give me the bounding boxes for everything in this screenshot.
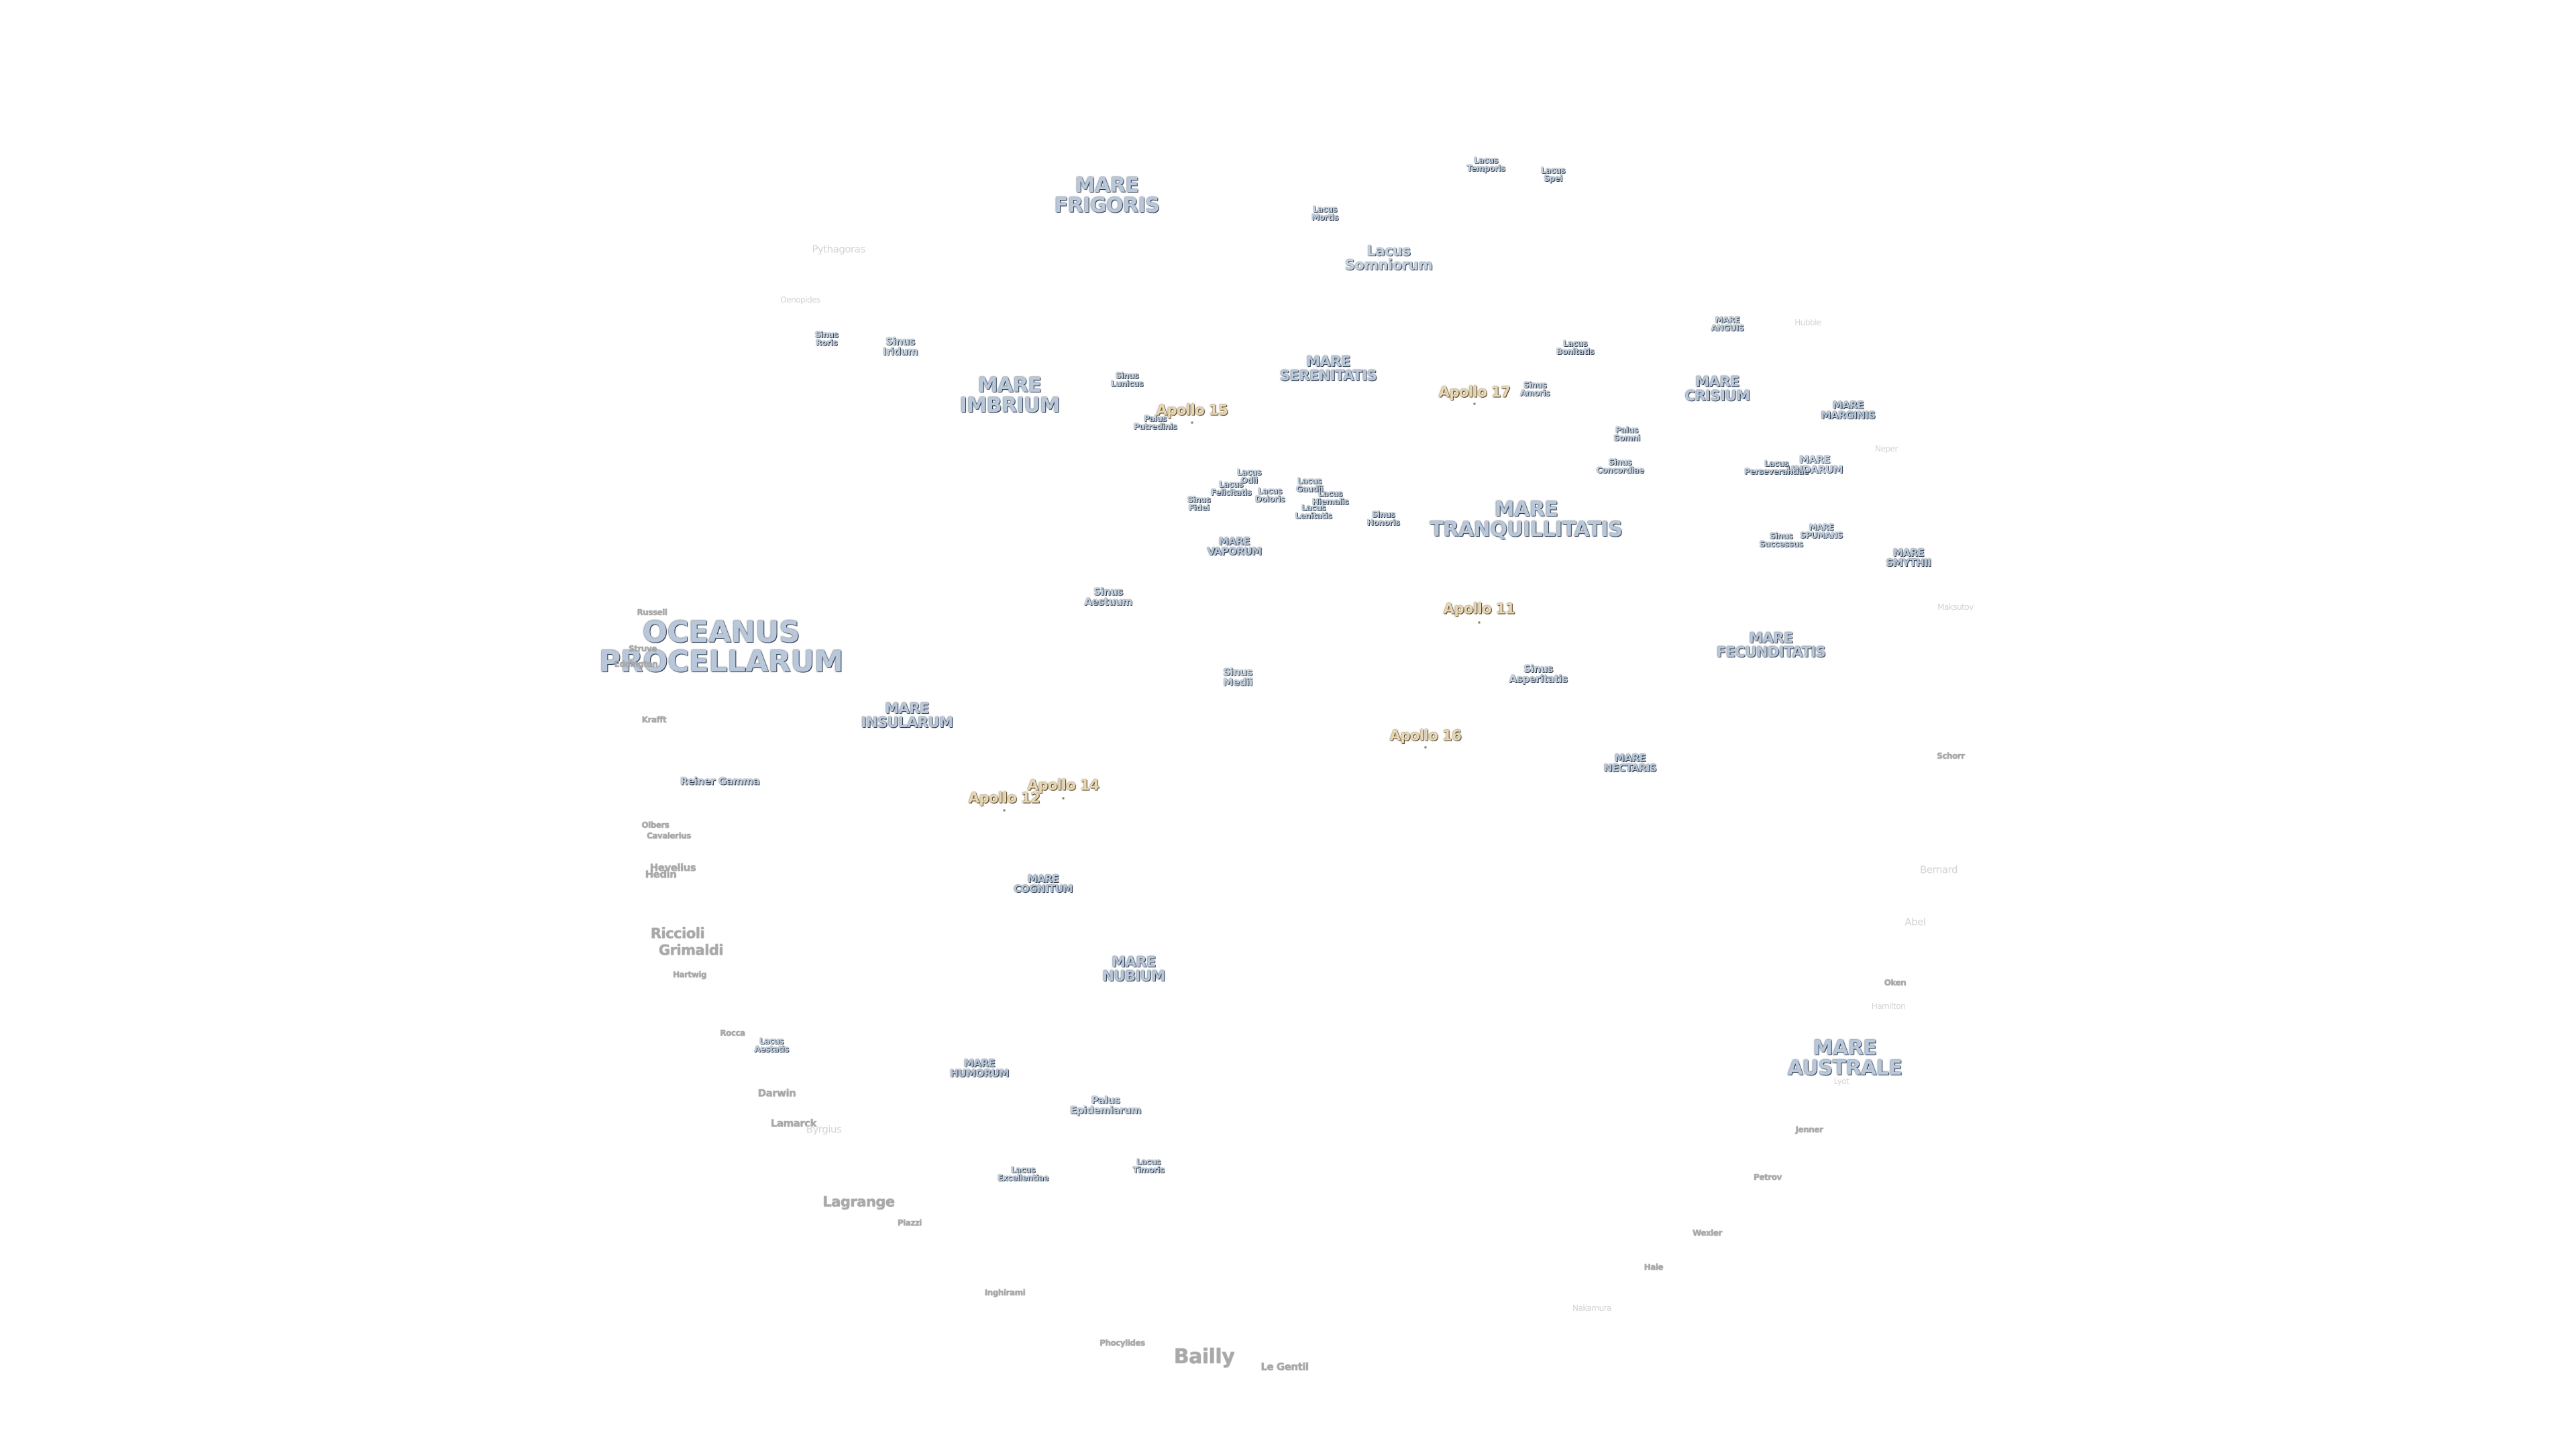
label-lacus-hiemalis: Lacus Hiemalis bbox=[1311, 489, 1349, 506]
label-sinus-roris: Sinus Roris bbox=[814, 330, 839, 347]
label-mare-serenitatis: MARE SERENITATIS bbox=[1279, 354, 1377, 384]
label-inghirami: Inghirami bbox=[984, 1288, 1026, 1297]
label-mare-undarum: MARE UNDARUM bbox=[1786, 453, 1843, 476]
label-apollo-17: Apollo 17 bbox=[1438, 384, 1511, 400]
label-cavalerius: Cavalerius bbox=[647, 831, 691, 841]
label-lacus-doloris: Lacus Doloris bbox=[1254, 486, 1285, 504]
label-byrgius: Byrgius bbox=[806, 1123, 842, 1136]
label-phocylides: Phocylides bbox=[1099, 1338, 1145, 1348]
label-oken: Oken bbox=[1884, 978, 1907, 987]
label-lamarck: Lamarck bbox=[770, 1117, 817, 1130]
label-lacus-odii: Lacus Odii bbox=[1236, 468, 1262, 485]
label-mare-marginis: MARE MARGINIS bbox=[1821, 399, 1876, 421]
label-sinus-concordiae: Sinus Concordiae bbox=[1596, 458, 1644, 475]
label-mare-humorum: MARE HUMORUM bbox=[950, 1057, 1009, 1079]
label-sinus-successus: Sinus Successus bbox=[1759, 531, 1803, 549]
label-lacus-mortis: Lacus Mortis bbox=[1311, 205, 1339, 222]
label-lyot: Lyot bbox=[1833, 1077, 1849, 1086]
label-lacus-perseverantiae: Lacus Perseverantiae bbox=[1744, 459, 1809, 476]
label-apollo-15: Apollo 15 bbox=[1156, 402, 1228, 419]
label-neper: Neper bbox=[1875, 444, 1898, 453]
label-lacus-felicitatis: Lacus Felicitatis bbox=[1210, 480, 1252, 497]
label-petrov: Petrov bbox=[1754, 1173, 1782, 1182]
label-apollo-14: Apollo 14 bbox=[1027, 777, 1099, 794]
label-lacus-somniorum: Lacus Somniorum bbox=[1344, 243, 1433, 273]
label-hedin: Hedin bbox=[645, 868, 677, 881]
label-sinus-asperitatis: Sinus Asperitatis bbox=[1509, 663, 1568, 685]
label-reiner-gamma: Reiner Gamma bbox=[680, 775, 760, 788]
label-mare-nubium: MARE NUBIUM bbox=[1102, 954, 1165, 984]
label-oenopides: Oenopides bbox=[780, 295, 820, 305]
label-bailly: Bailly bbox=[1173, 1345, 1235, 1368]
label-struve: Struve bbox=[629, 644, 657, 653]
label-pythagoras: Pythagoras bbox=[812, 243, 865, 256]
label-le-gentil: Le Gentil bbox=[1260, 1360, 1309, 1373]
label-mare-imbrium: MARE IMBRIUM bbox=[959, 374, 1060, 417]
landing-site-marker-apollo-17 bbox=[1473, 402, 1476, 405]
label-mare-australe: MARE AUSTRALE bbox=[1787, 1036, 1902, 1080]
label-grimaldi: Grimaldi bbox=[658, 942, 724, 959]
landing-site-marker-apollo-15 bbox=[1191, 421, 1193, 424]
label-sinus-medii: Sinus Medii bbox=[1223, 666, 1252, 688]
label-hubble: Hubble bbox=[1794, 318, 1821, 327]
label-lacus-aestatis: Lacus Aestatis bbox=[754, 1036, 789, 1054]
label-lacus-timoris: Lacus Timoris bbox=[1132, 1157, 1165, 1175]
label-mare-frigoris: MARE FRIGORIS bbox=[1054, 174, 1160, 217]
label-mare-spumans: MARE SPUMANS bbox=[1800, 523, 1843, 540]
label-lacus-spei: Lacus Spei bbox=[1540, 166, 1566, 183]
label-sinus-aestuum: Sinus Aestuum bbox=[1084, 586, 1132, 608]
landing-site-marker-apollo-12 bbox=[1003, 809, 1006, 812]
label-eddington: Eddington bbox=[614, 659, 658, 669]
label-jenner: Jenner bbox=[1795, 1125, 1823, 1134]
label-wexler: Wexler bbox=[1693, 1228, 1722, 1238]
landing-site-marker-apollo-11 bbox=[1478, 621, 1481, 624]
label-riccioli: Riccioli bbox=[650, 925, 705, 942]
label-lacus-lenitatis: Lacus Lenitatis bbox=[1295, 503, 1332, 521]
label-hamilton: Hamilton bbox=[1871, 1002, 1906, 1011]
label-mare-anguis: MARE ANGUIS bbox=[1711, 315, 1744, 333]
label-lacus-gaudii: Lacus Gaudii bbox=[1295, 476, 1324, 494]
label-mare-tranquillitatis: MARE TRANQUILLITATIS bbox=[1430, 498, 1623, 541]
label-piazzi: Piazzi bbox=[897, 1218, 922, 1228]
label-rocca: Rocca bbox=[720, 1028, 745, 1038]
label-sinus-amoris: Sinus Amoris bbox=[1519, 380, 1550, 398]
label-hale: Hale bbox=[1644, 1263, 1664, 1272]
label-sinus-fidei: Sinus Fidei bbox=[1187, 495, 1211, 513]
label-sinus-honoris: Sinus Honoris bbox=[1366, 510, 1400, 527]
label-lacus-bonitatis: Lacus Bonitatis bbox=[1556, 339, 1595, 356]
label-mare-nectaris: MARE NECTARIS bbox=[1603, 752, 1657, 774]
label-abel: Abel bbox=[1904, 916, 1926, 928]
label-palus-putredinis: Palus Putredinis bbox=[1133, 414, 1177, 431]
label-lacus-excellentiae: Lacus Excellentiae bbox=[997, 1165, 1049, 1183]
label-hartwig: Hartwig bbox=[672, 970, 707, 979]
label-darwin: Darwin bbox=[757, 1087, 796, 1099]
label-sinus-lunicus: Sinus Lunicus bbox=[1110, 371, 1144, 388]
label-mare-vaporum: MARE VAPORUM bbox=[1207, 535, 1262, 557]
label-bernard: Bernard bbox=[1919, 863, 1958, 876]
label-hevelius: Hevelius bbox=[649, 861, 696, 874]
label-sinus-iridum: Sinus Iridum bbox=[882, 335, 918, 358]
label-nakamura: Nakamura bbox=[1572, 1303, 1612, 1313]
label-apollo-16: Apollo 16 bbox=[1389, 727, 1462, 744]
label-maksutov: Maksutov bbox=[1937, 602, 1974, 612]
label-schorr: Schorr bbox=[1937, 751, 1965, 761]
label-mare-insularum: MARE INSULARUM bbox=[861, 700, 953, 731]
label-lagrange: Lagrange bbox=[822, 1193, 895, 1210]
label-russell: Russell bbox=[637, 608, 667, 617]
label-mare-crisium: MARE CRISIUM bbox=[1684, 374, 1750, 404]
label-krafft: Krafft bbox=[641, 715, 667, 724]
label-apollo-12: Apollo 12 bbox=[968, 790, 1040, 806]
landing-site-marker-apollo-14 bbox=[1062, 797, 1065, 800]
landing-site-marker-apollo-16 bbox=[1424, 746, 1427, 749]
label-mare-cognitum: MARE COGNITUM bbox=[1014, 873, 1073, 895]
label-oceanus-procellarum: OCEANUS PROCELLARUM bbox=[599, 615, 843, 679]
label-mare-fecunditatis: MARE FECUNDITATIS bbox=[1716, 630, 1826, 660]
label-palus-epidemiarum: Palus Epidemiarum bbox=[1069, 1094, 1142, 1116]
label-palus-somni: Palus Somni bbox=[1613, 425, 1640, 443]
label-mare-smythii: MARE SMYTHII bbox=[1886, 547, 1931, 569]
label-apollo-11: Apollo 11 bbox=[1443, 600, 1515, 617]
label-olbers: Olbers bbox=[641, 820, 669, 830]
label-lacus-temporis: Lacus Temporis bbox=[1466, 156, 1505, 173]
